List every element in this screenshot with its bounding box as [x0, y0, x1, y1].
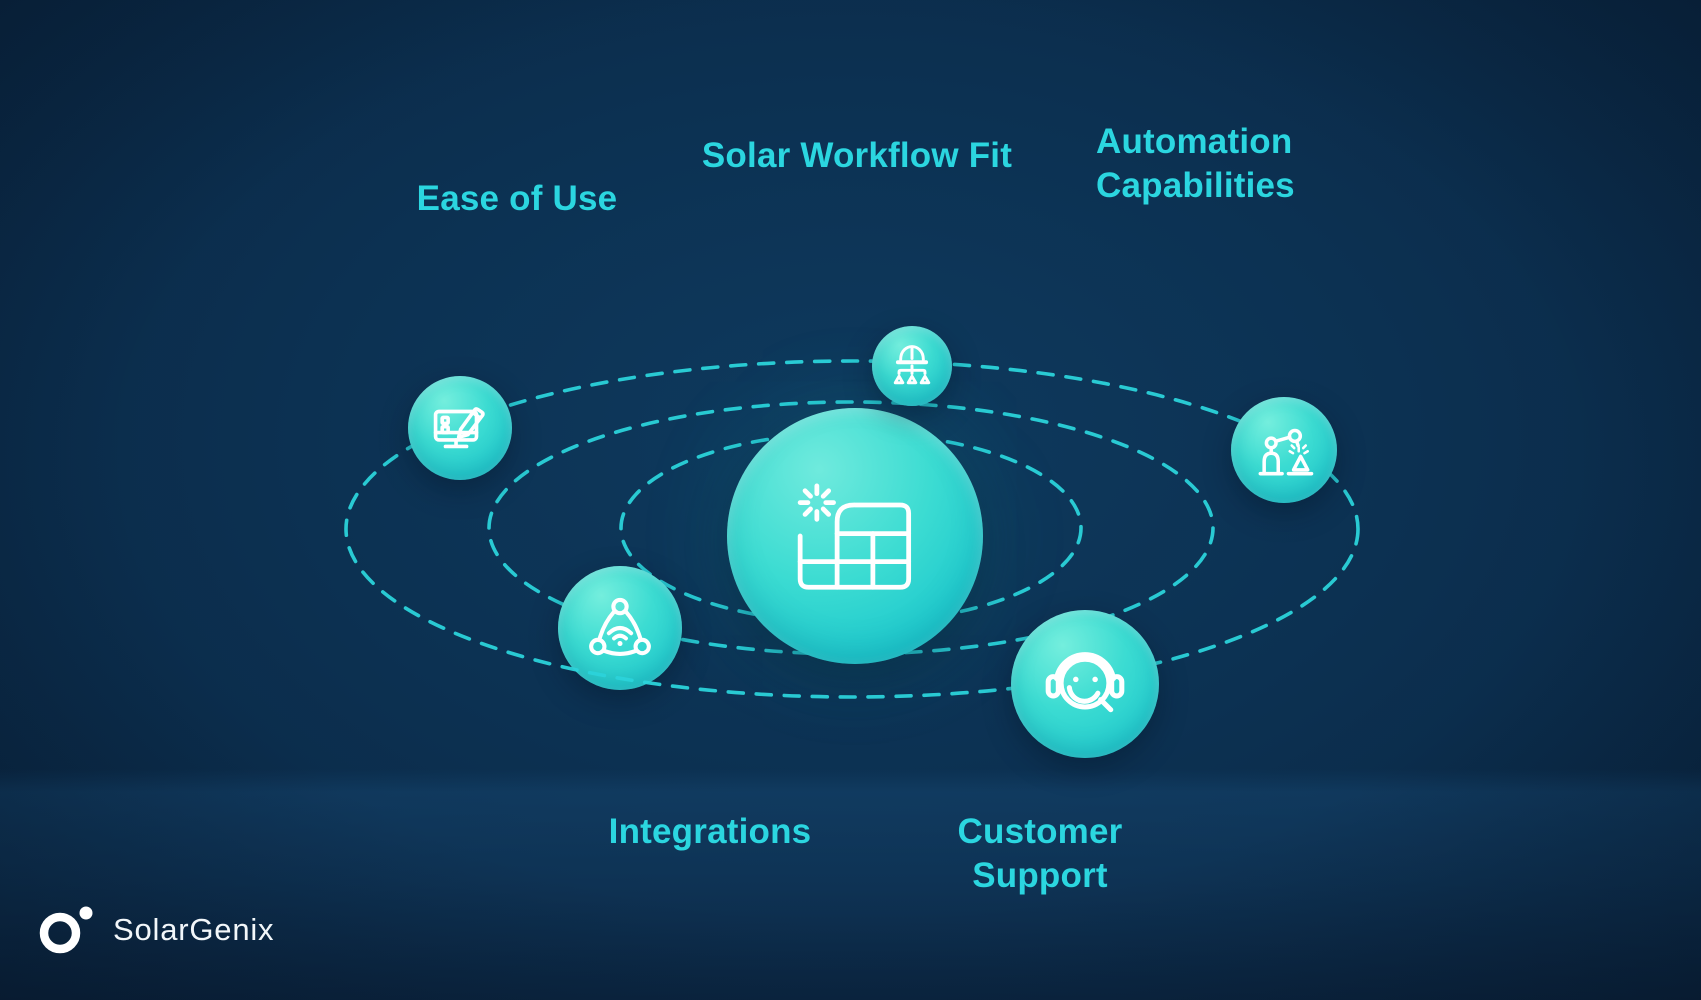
- node-integrations: [558, 566, 682, 690]
- headset-agent-icon: [1045, 652, 1125, 713]
- label-automation-capabilities: Automation Capabilities: [1096, 122, 1295, 205]
- network-nodes-icon: [589, 597, 651, 656]
- node-ease-of-use: [408, 376, 512, 480]
- sun-rays: [797, 483, 836, 522]
- label-solar-workflow-fit: Solar Workflow Fit: [701, 136, 1013, 175]
- floor-backdrop: [0, 769, 1701, 1000]
- label-ease-of-use: Ease of Use: [416, 179, 618, 218]
- brand-logo: SolarGenix: [36, 904, 274, 956]
- node-customer-support: [1011, 610, 1159, 758]
- hard-hat-hierarchy-icon: [893, 345, 931, 385]
- monitor-pencil-icon: [433, 407, 485, 449]
- center-node-solar-platform: [727, 408, 983, 664]
- node-solar-workflow-fit: [872, 326, 952, 406]
- ring-dot-logo-icon: [39, 906, 93, 954]
- weld-sparks: [1288, 444, 1309, 455]
- label-integrations: Integrations: [608, 812, 812, 851]
- robot-arm-icon: [1258, 428, 1314, 476]
- node-automation-capabilities: [1231, 397, 1337, 503]
- label-customer-support: Customer Support: [957, 812, 1123, 895]
- solar-panel-icon: [797, 483, 912, 590]
- brand-name: SolarGenix: [113, 912, 275, 947]
